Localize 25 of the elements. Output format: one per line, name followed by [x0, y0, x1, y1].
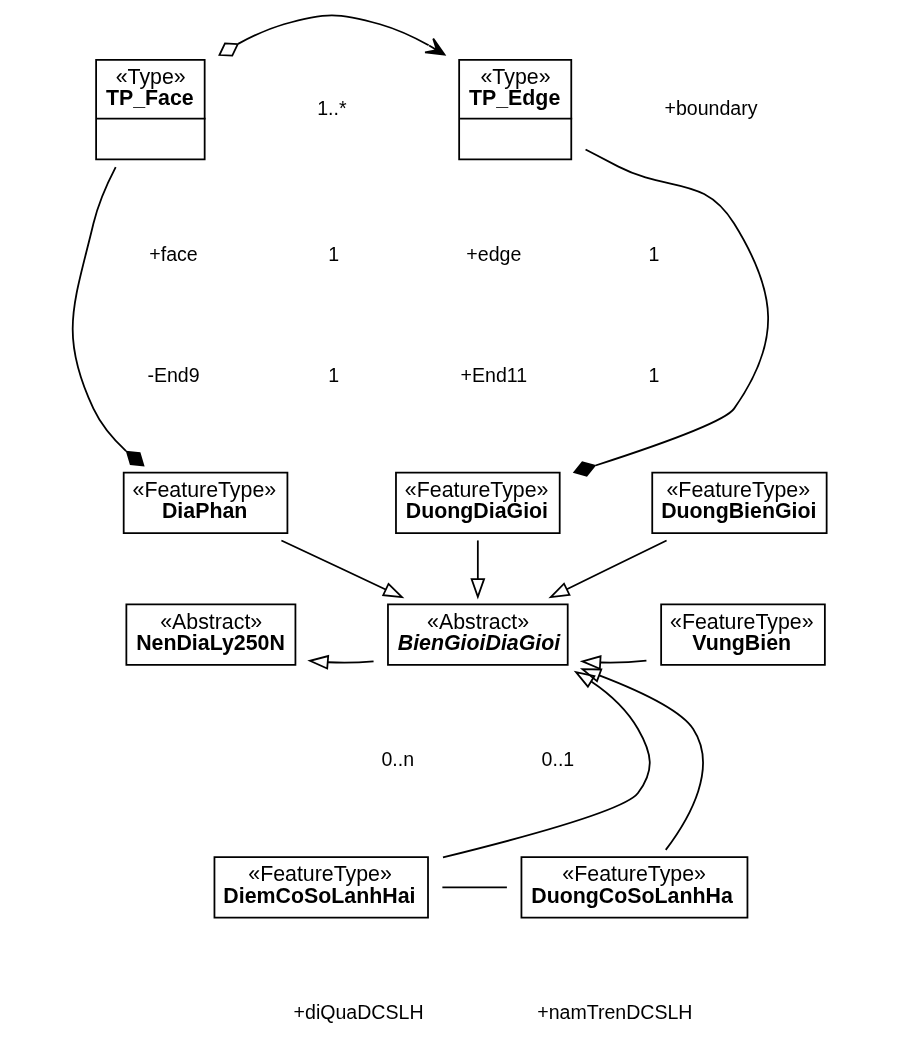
connector: [71, 166, 145, 467]
label: -End9: [147, 363, 200, 386]
label: 0..n: [381, 747, 415, 770]
arrow: [470, 539, 486, 600]
arrow: [307, 654, 375, 670]
label: 1: [648, 363, 660, 386]
arrow: [218, 14, 446, 57]
label: 1: [328, 242, 340, 265]
label: +namTrenDCSLH: [537, 1000, 693, 1023]
connector: [441, 886, 508, 889]
label: 0..1: [541, 747, 575, 770]
arrow: [579, 655, 648, 671]
label: 1: [328, 363, 340, 386]
label: +face: [149, 242, 198, 265]
connector: [572, 148, 769, 477]
label: +End11: [460, 363, 528, 386]
arrow: [280, 539, 405, 599]
label: +boundary: [664, 96, 758, 119]
label: 1: [648, 242, 660, 265]
arrow: [548, 539, 668, 599]
arrow: [442, 670, 651, 859]
label: +diQuaDCSLH: [293, 1000, 424, 1023]
label: 1..*: [317, 96, 347, 119]
label: +edge: [466, 242, 522, 265]
arrow: [579, 668, 704, 851]
